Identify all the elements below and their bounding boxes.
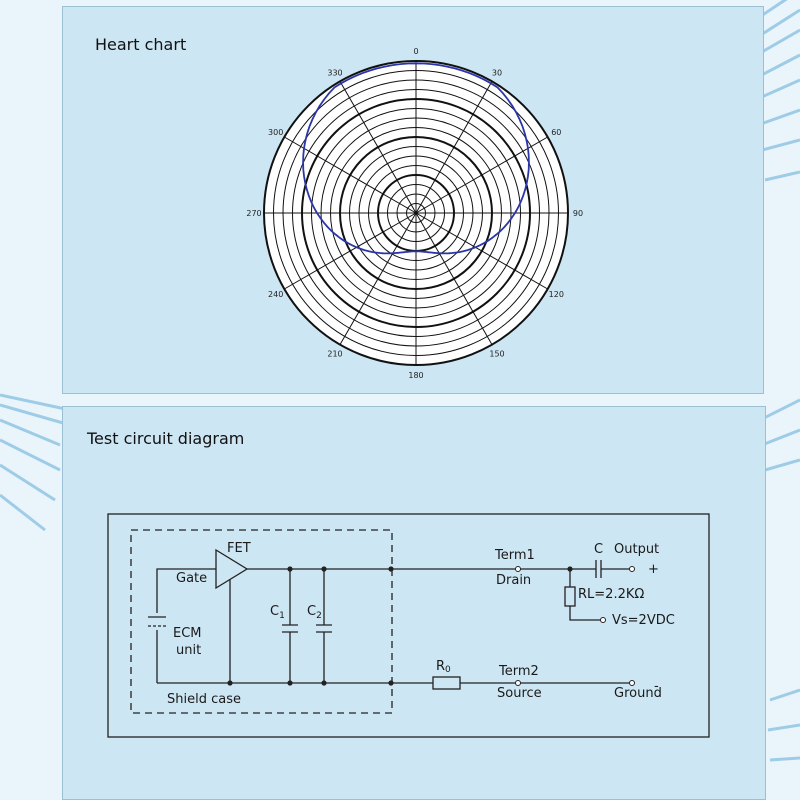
polar-angle-label: 30 <box>492 69 502 78</box>
c2-label: C2 <box>307 604 322 621</box>
ecm-label-line1: ECM <box>173 626 202 641</box>
polar-spoke <box>339 81 417 214</box>
vs-label: Vs=2VDC <box>612 613 675 628</box>
polar-angle-label: 270 <box>246 209 261 218</box>
polar-angle-labels: 0 30 60 90 120 150 180 210 240 270 300 330 <box>246 47 583 380</box>
gate-wire <box>156 568 216 613</box>
test-circuit-title: Test circuit diagram <box>87 429 245 448</box>
polar-spoke <box>415 212 493 345</box>
ground-label: Ground <box>614 686 662 701</box>
polar-angle-label: 60 <box>551 128 561 137</box>
polar-spoke <box>415 212 548 290</box>
polar-angle-label: 120 <box>549 290 564 299</box>
c2-wire <box>316 569 332 683</box>
shield-case-box <box>130 529 393 714</box>
polar-spoke <box>284 212 417 290</box>
polar-angle-label: 180 <box>408 371 423 380</box>
rl-resistor <box>564 586 576 607</box>
gate-label: Gate <box>176 571 207 586</box>
drain-label: Drain <box>496 573 531 588</box>
source-label: Source <box>497 686 542 701</box>
c1-label: C1 <box>270 604 285 621</box>
polar-spoke <box>339 212 417 345</box>
test-circuit-panel: Test circuit diagram <box>62 406 766 800</box>
cardioid-pattern <box>302 62 530 255</box>
r0-label: R0 <box>436 659 451 675</box>
polar-angle-label: 330 <box>327 69 342 78</box>
c1-wire <box>282 569 298 683</box>
ground-minus-label: - <box>654 679 659 694</box>
fet-label: FET <box>227 541 251 556</box>
polar-angle-label: 240 <box>268 290 283 299</box>
terminal-circles <box>515 566 635 686</box>
polar-spoke <box>284 136 417 214</box>
output-label: Output <box>614 542 659 557</box>
rl-wire-bottom <box>569 606 601 621</box>
ecm-label-line2: unit <box>176 643 201 658</box>
rl-label: RL=2.2KΩ <box>578 587 644 602</box>
r0-resistor <box>432 676 461 690</box>
output-cap-label: C <box>594 542 603 557</box>
heart-chart-title: Heart chart <box>95 35 187 54</box>
polar-angle-label: 300 <box>268 128 283 137</box>
term2-label: Term2 <box>498 664 539 679</box>
polar-spoke <box>415 81 493 214</box>
polar-grid <box>263 60 569 366</box>
polar-spoke <box>415 136 548 214</box>
outer-frame <box>107 513 710 738</box>
term1-label: Term1 <box>494 548 535 563</box>
polar-angle-label: 150 <box>489 349 504 358</box>
polar-angle-label: 210 <box>327 349 342 358</box>
junction-dots <box>227 566 573 686</box>
polar-angle-label: 90 <box>573 209 583 218</box>
polar-angle-label: 0 <box>413 47 418 56</box>
output-plus-label: + <box>648 562 659 577</box>
shield-case-label: Shield case <box>167 692 241 707</box>
